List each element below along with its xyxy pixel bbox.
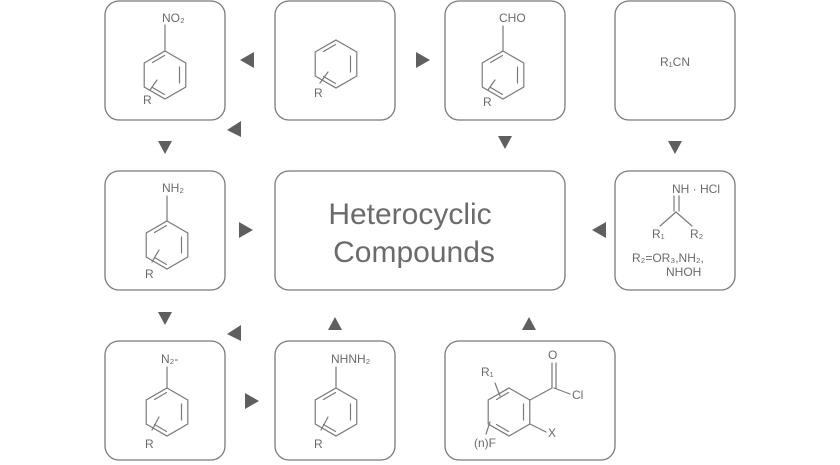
amidine-r1-label: R₁: [652, 227, 665, 241]
aniline-group-label: NH₂: [162, 181, 184, 195]
nitro-substituent-label: R: [143, 93, 152, 107]
aldehyde-group-label: CHO: [499, 11, 526, 25]
arrow-amidine-to-center: [592, 222, 606, 238]
hydrazine-group-label: NHNH₂: [331, 352, 371, 366]
acyl-oxygen-label: O: [548, 348, 557, 362]
arrow-aldehyde-to-center: [498, 136, 512, 149]
aldehyde-substituent-label: R: [483, 95, 492, 109]
amidine-definition-line1: R₂=OR₃,NH₂,: [632, 251, 704, 265]
nitrile-box: R₁CN: [614, 0, 736, 121]
amidine-nh-label: NH · HCl: [672, 182, 720, 196]
center-title-line2: Compounds: [333, 236, 495, 269]
arrow-aniline-to-center: [239, 222, 253, 238]
nitro-group-label: NO₂: [162, 11, 185, 25]
arrow-hydrazine-diagonal: [227, 325, 241, 341]
acyl-r1-label: R₁: [481, 365, 494, 379]
acyl-chlorine-label: Cl: [572, 388, 583, 402]
aniline-box: NH₂ R: [104, 170, 226, 291]
arrow-benzene-diagonal: [227, 121, 241, 137]
arrow-nitrile-to-amidine: [668, 141, 682, 154]
arrow-hydrazine-to-center: [328, 317, 342, 330]
acyl-fluoro-label: (n)F: [474, 436, 496, 450]
aniline-substituent-label: R: [145, 267, 154, 281]
arrow-nitro-to-aniline: [158, 141, 172, 154]
nitrobenzene-box: NO₂ R: [104, 0, 226, 121]
amidine-definition-line2: NHOH: [666, 265, 701, 279]
arrow-benzene-to-aldehyde: [416, 52, 430, 68]
diazonium-substituent-label: R: [145, 437, 154, 451]
diazonium-group-label: N₂-: [161, 352, 178, 366]
diazonium-box: N₂- R: [104, 340, 226, 461]
hydrazine-substituent-label: R: [314, 437, 323, 451]
acyl-chloride-box: R₁ O Cl X (n)F: [444, 340, 616, 461]
amidine-r2-label: R₂: [690, 227, 704, 241]
benzene-substituent-label: R: [314, 86, 323, 100]
heterocyclic-compounds-box: Heterocyclic Compounds: [274, 170, 566, 291]
arrow-acyl-to-center: [522, 317, 536, 330]
center-title-line1: Heterocyclic: [328, 198, 491, 231]
arrow-diazonium-to-hydrazine: [245, 393, 259, 409]
nitrile-formula-label: R₁CN: [660, 55, 690, 69]
arrow-benzene-to-nitro: [240, 52, 254, 68]
acyl-x-label: X: [548, 426, 556, 440]
phenylhydrazine-box: NHNH₂ R: [274, 340, 396, 461]
arrow-aniline-to-diazonium: [158, 312, 172, 325]
benzaldehyde-box: CHO R: [444, 0, 566, 121]
amidine-box: NH · HCl R₁ R₂ R₂=OR₃,NH₂, NHOH: [614, 170, 736, 291]
benzene-box: R: [274, 0, 396, 121]
